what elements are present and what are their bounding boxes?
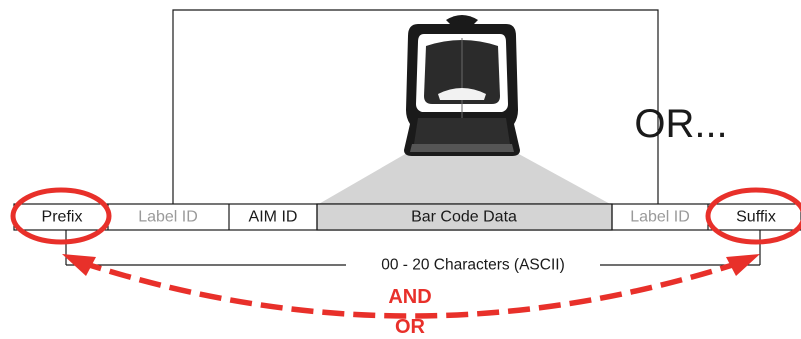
or-alternative-label: OR...: [634, 102, 727, 146]
segment-suffix: Suffix: [736, 209, 776, 226]
bar-code-data-cell: [316, 203, 613, 231]
segment-label-id-left: Label ID: [138, 209, 198, 226]
barcode-scanner-icon: [404, 15, 520, 156]
and-label: AND: [388, 286, 431, 308]
segment-bar-code-data: Bar Code Data: [411, 209, 517, 226]
segment-aim-id: AIM ID: [249, 209, 298, 226]
suffix-highlight-ellipse: [705, 187, 801, 245]
prefix-suffix-dashed-arrow: [79, 259, 743, 319]
arrowhead-left-icon: [62, 254, 96, 276]
arrowhead-right-icon: [726, 254, 760, 276]
segment-prefix: Prefix: [42, 209, 83, 226]
length-label: 00 - 20 Characters (ASCII): [381, 257, 564, 274]
prefix-highlight-ellipse: [10, 187, 112, 245]
scan-beam: [317, 153, 612, 205]
scanner-frame: [172, 9, 659, 204]
segment-label-id-right: Label ID: [630, 209, 690, 226]
or-label: OR: [395, 316, 426, 338]
